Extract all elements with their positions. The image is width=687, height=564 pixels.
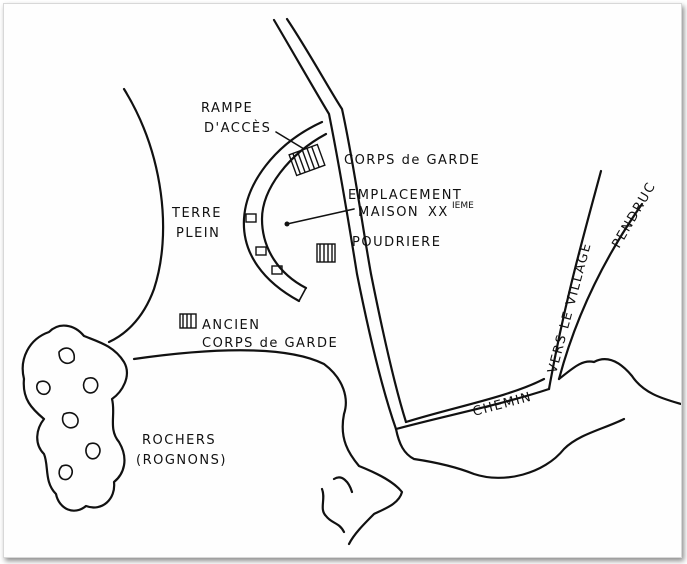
label-ancien-corps-de-garde: CORPS de GARDE <box>202 336 338 351</box>
coastline-south-rocks <box>320 476 354 534</box>
coastline-south <box>132 349 404 546</box>
label-ancien: ANCIEN <box>202 318 260 333</box>
fort-end-cap <box>298 287 307 302</box>
coastline-east <box>557 358 681 406</box>
label-pendruc: PENDRUC <box>609 179 659 251</box>
label-ieme: IEME <box>452 201 474 211</box>
rochers-detail-5 <box>58 464 74 481</box>
chemin-north-edge <box>404 377 546 424</box>
label-corps-de-garde: CORPS de GARDE <box>344 153 480 168</box>
label-rognons: (ROGNONS) <box>136 453 227 468</box>
ancien-corps-de-garde-icon <box>179 313 197 329</box>
label-maison: MAISON <box>358 205 419 220</box>
map-frame: RAMPE D'ACCÈS CORPS de GARDE EMPLACEMENT… <box>3 3 682 558</box>
label-vers-le-village: VERS LE VILLAGE <box>545 241 594 375</box>
fort-battery-icons <box>245 213 283 275</box>
emplacement-dot <box>284 221 290 227</box>
label-terre: TERRE <box>171 206 222 221</box>
village-road-west <box>547 169 603 391</box>
emplacement-pointer <box>286 208 355 225</box>
rochers-detail-6 <box>36 380 51 396</box>
label-plein: PLEIN <box>176 226 220 241</box>
corps-de-garde-icon <box>288 143 326 177</box>
rampe-pointer <box>275 131 305 150</box>
label-dacces: D'ACCÈS <box>204 120 271 136</box>
rochers-detail-4 <box>85 442 101 460</box>
coastline-south-east <box>394 417 626 479</box>
rochers-detail-2 <box>82 377 99 394</box>
label-rochers: ROCHERS <box>142 433 216 448</box>
poudriere-icon <box>316 243 336 263</box>
hand-drawn-map: RAMPE D'ACCÈS CORPS de GARDE EMPLACEMENT… <box>21 17 681 546</box>
village-road-east <box>557 202 644 381</box>
rochers-detail-1 <box>58 347 76 365</box>
rochers-detail-3 <box>61 411 79 429</box>
label-rampe: RAMPE <box>201 101 253 116</box>
fort-inner-wall <box>260 132 328 290</box>
label-emplacement: EMPLACEMENT <box>348 188 462 203</box>
chemin-south-edge <box>394 387 551 431</box>
label-poudriere: POUDRIERE <box>352 235 441 250</box>
coastline-left <box>107 87 165 344</box>
fort-outer-wall <box>242 120 324 303</box>
road-east-edge <box>285 17 408 424</box>
rochers-outline <box>21 324 129 512</box>
road-west-edge <box>272 18 398 431</box>
label-xx: XX <box>428 205 449 220</box>
